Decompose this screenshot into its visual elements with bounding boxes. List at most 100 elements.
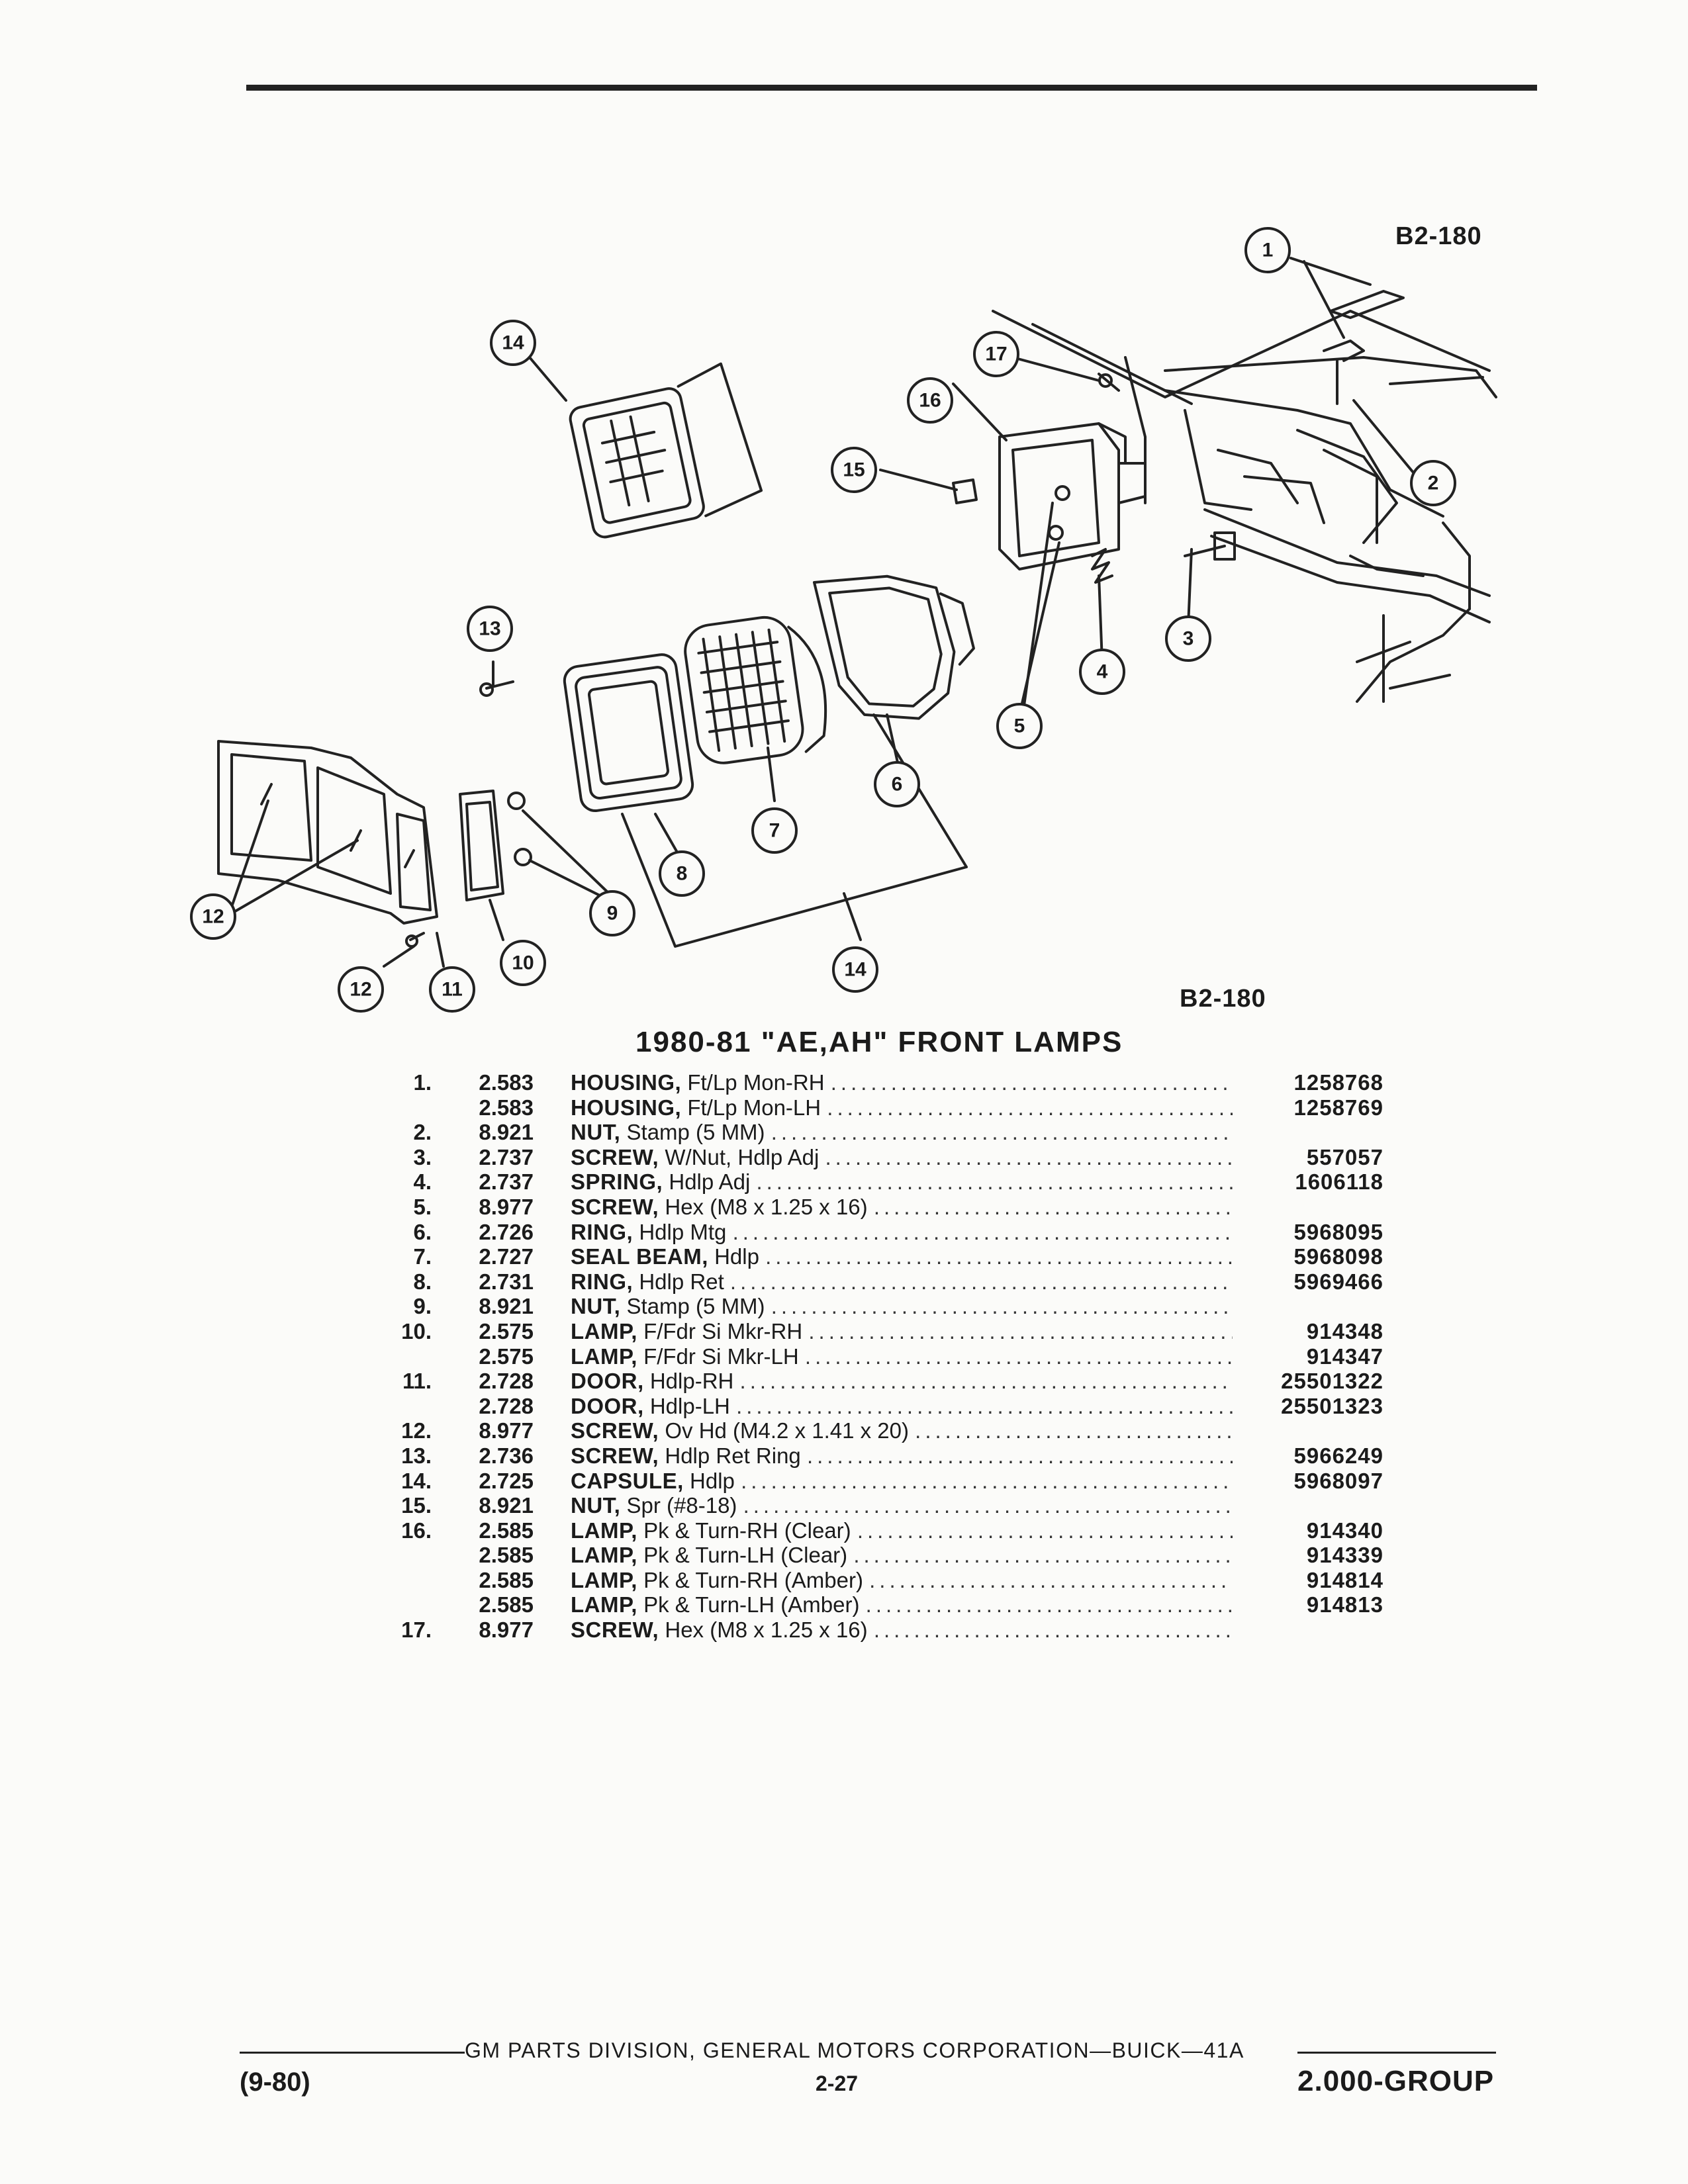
parts-row: 7. 2.727 SEAL BEAM, Hdlp .................… [377, 1244, 1383, 1269]
part-detail: Hdlp Adj [669, 1169, 751, 1195]
group-number: 2.727 [479, 1244, 534, 1269]
part-description: RING, Hdlp Ret .........................… [571, 1269, 1233, 1295]
group-number: 2.736 [479, 1443, 534, 1468]
leader-dots: ........................................… [743, 1493, 1233, 1518]
part-number: 25501322 [1281, 1369, 1383, 1394]
item-number: 1. [413, 1070, 432, 1095]
footer-publisher: GM PARTS DIVISION, GENERAL MOTORS CORPOR… [465, 2038, 1244, 2062]
item-number: 7. [413, 1244, 432, 1269]
leader-dots: ........................................… [739, 1369, 1233, 1394]
part-description: SCREW, Ov Hd (M4.2 x 1.41 x 20) ........… [571, 1418, 1233, 1443]
footer-rule-right [1297, 2052, 1496, 2054]
part-name: LAMP, [571, 1518, 637, 1543]
part-name: SCREW, [571, 1617, 659, 1643]
leader-dots: ........................................… [771, 1120, 1233, 1145]
callout-12b: 12 [350, 979, 371, 1001]
top-rule [246, 85, 1537, 91]
part-detail: Hex (M8 x 1.25 x 16) [665, 1617, 868, 1643]
part-description: NUT, Stamp (5 MM) ......................… [571, 1294, 1233, 1319]
leader-dots: ........................................… [804, 1343, 1233, 1369]
callout-5: 5 [1014, 715, 1025, 737]
group-number: 2.583 [479, 1095, 534, 1120]
callout-14: 14 [844, 959, 867, 981]
callout-7: 7 [769, 820, 780, 842]
parts-row: 6. 2.726 RING, Hdlp Mtg ..................… [377, 1220, 1383, 1245]
callout-8: 8 [677, 863, 688, 885]
leader-dots: ........................................… [741, 1468, 1233, 1493]
part-description: LAMP, Pk & Turn-LH (Amber) .............… [571, 1592, 1233, 1617]
figure-ref-bottom: B2-180 [1180, 985, 1266, 1013]
group-number: 2.585 [479, 1567, 534, 1592]
footer-rule-left [240, 2052, 465, 2054]
part-name: HOUSING, [571, 1070, 682, 1095]
item-number: 11. [402, 1369, 432, 1394]
part-name: SCREW, [571, 1194, 659, 1219]
callout-11: 11 [442, 979, 463, 1001]
leader-dots: ........................................… [732, 1219, 1233, 1244]
item-number: 14. [401, 1468, 432, 1493]
part-detail: Spr (#8-18) [626, 1493, 737, 1518]
part-number: 25501323 [1281, 1393, 1383, 1418]
part-description: CAPSULE, Hdlp ..........................… [571, 1469, 1233, 1494]
item-number: 3. [413, 1144, 432, 1169]
item-number: 9. [413, 1294, 432, 1319]
callout-17: 17 [985, 343, 1007, 365]
callout-3: 3 [1183, 628, 1194, 650]
footer-page-number: 2-27 [816, 2071, 859, 2095]
group-number: 2.585 [479, 1543, 534, 1568]
callout-16: 16 [919, 390, 941, 412]
part-description: DOOR, Hdlp-LH ..........................… [571, 1394, 1233, 1419]
group-number: 8.977 [479, 1617, 534, 1643]
group-number: 2.726 [479, 1219, 534, 1244]
part-name: RING, [571, 1269, 633, 1294]
part-description: HOUSING, Ft/Lp Mon-RH ..................… [571, 1070, 1233, 1095]
part-detail: Hdlp [714, 1244, 759, 1269]
callout-13: 13 [479, 618, 500, 640]
part-description: RING, Hdlp Mtg .........................… [571, 1220, 1233, 1245]
group-number: 2.583 [479, 1070, 534, 1095]
part-description: HOUSING, Ft/Lp Mon-LH ..................… [571, 1095, 1233, 1120]
part-detail: Pk & Turn-RH (Amber) [643, 1567, 863, 1592]
group-number: 2.585 [479, 1592, 534, 1617]
part-description: SEAL BEAM, Hdlp ........................… [571, 1244, 1233, 1269]
part-detail: Ft/Lp Mon-RH [687, 1070, 825, 1095]
part-number: 914813 [1306, 1592, 1383, 1617]
group-number: 2.737 [479, 1169, 534, 1195]
item-number: 16. [401, 1518, 432, 1543]
part-name: LAMP, [571, 1592, 637, 1617]
part-description: LAMP, Pk & Turn-LH (Clear) .............… [571, 1543, 1233, 1568]
leader-dots: ........................................… [756, 1169, 1233, 1195]
exploded-diagram: 1 2 3 4 5 6 7 8 9 10 11 12 12 13 14 14 1… [190, 227, 1497, 1013]
leader-dots: ........................................… [873, 1617, 1233, 1643]
part-detail: Stamp (5 MM) [626, 1294, 765, 1319]
footer-date: (9-80) [240, 2068, 310, 2097]
part-name: SEAL BEAM, [571, 1244, 708, 1269]
part-name: CAPSULE, [571, 1468, 684, 1493]
leader-dots: ........................................… [857, 1518, 1233, 1543]
part-detail: Hdlp [690, 1468, 735, 1493]
part-description: SCREW, Hex (M8 x 1.25 x 16) ............… [571, 1617, 1233, 1643]
part-detail: Hdlp-RH [649, 1369, 734, 1394]
item-number: 6. [413, 1219, 432, 1244]
item-number: 10. [401, 1318, 432, 1343]
leader-dots: ........................................… [869, 1567, 1233, 1592]
item-number: 5. [413, 1194, 432, 1219]
group-number: 2.575 [479, 1318, 534, 1343]
part-detail: Hdlp Ret [639, 1269, 724, 1294]
leader-dots: ........................................… [830, 1070, 1233, 1095]
part-detail: F/Fdr Si Mkr-RH [643, 1318, 803, 1343]
part-detail: Hdlp Ret Ring [665, 1443, 801, 1468]
item-number: 8. [413, 1269, 432, 1294]
part-number: 914814 [1306, 1567, 1383, 1592]
part-name: DOOR, [571, 1369, 644, 1394]
